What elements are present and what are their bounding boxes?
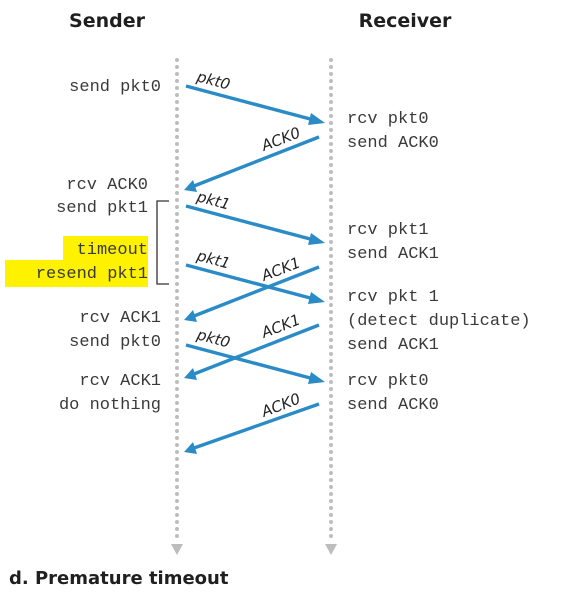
note-timeout: timeout [77,241,148,260]
receiver-header: Receiver [359,10,452,32]
note-send-pkt0: send pkt0 [69,78,161,97]
note-rcv-ack1-a: rcv ACK1 [79,309,161,328]
arrow-ack1-second [184,323,320,380]
arrow-ack1-first [184,265,320,322]
timeout-bracket [156,200,169,285]
note-send-ack1-b: send ACK1 [347,336,439,355]
arrow-pkt0-second [185,343,325,384]
figure-caption: d. Premature timeout [9,568,229,589]
note-detect-duplicate: (detect duplicate) [347,312,531,331]
note-do-nothing: do nothing [59,396,161,415]
arrow-ack0-first [184,135,320,192]
sender-timeline [171,58,183,555]
resend-highlight [5,260,148,287]
note-send-ack1: send ACK1 [347,245,439,264]
arrow-ack0-second [184,402,320,454]
note-rcv-ack1-b: rcv ACK1 [79,372,161,391]
arrow-pkt1-first [185,204,325,245]
label-ack1-second: ACK1 [258,311,303,343]
note-send-pkt0-b: send pkt0 [69,333,161,352]
timeout-highlight [63,236,148,262]
note-rcv-pkt0: rcv pkt0 [347,110,429,129]
note-send-pkt1: send pkt1 [56,199,148,218]
sender-header: Sender [69,10,146,32]
note-send-ack0: send ACK0 [347,134,439,153]
note-resend-pkt1: resend pkt1 [36,265,148,284]
arrow-pkt0-first [185,84,325,125]
arrow-pkt1-resend [185,263,325,304]
note-rcv-pkt-1: rcv pkt 1 [347,288,439,307]
receiver-timeline [325,58,337,555]
note-rcv-pkt0-b: rcv pkt0 [347,372,429,391]
note-rcv-ack0: rcv ACK0 [66,176,148,195]
note-rcv-pkt1: rcv pkt1 [347,221,429,240]
note-send-ack0-b: send ACK0 [347,396,439,415]
